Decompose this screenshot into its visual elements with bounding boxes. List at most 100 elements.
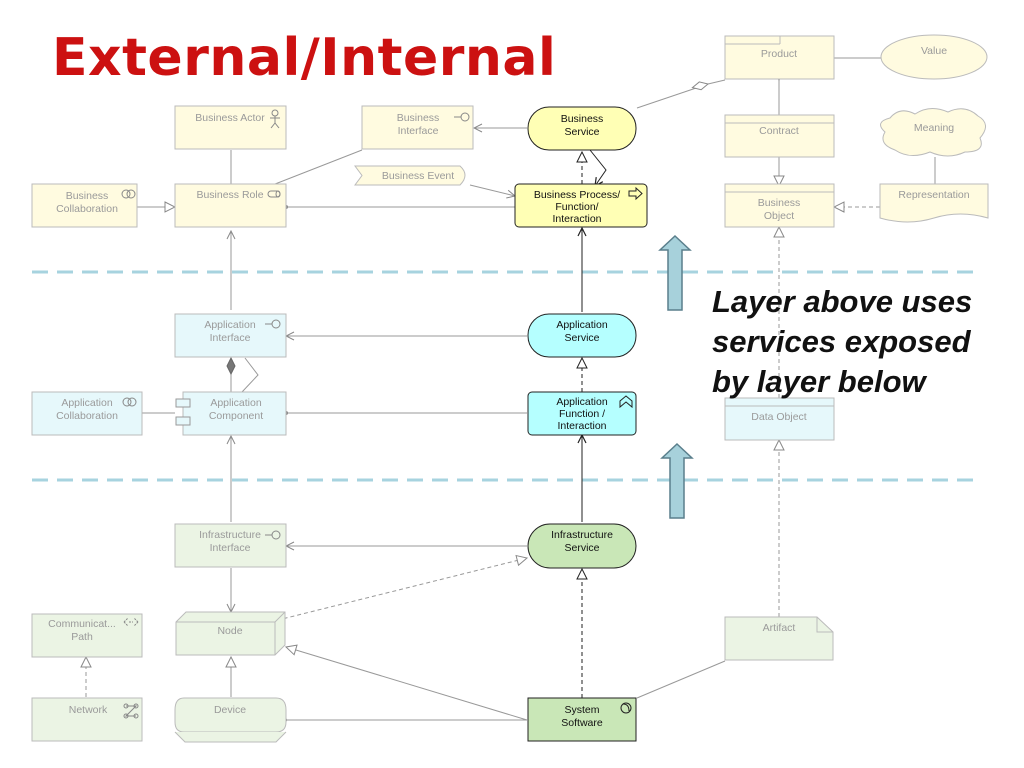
svg-text:Communicat...: Communicat... — [48, 618, 116, 630]
svg-text:Business Process/: Business Process/ — [534, 189, 620, 201]
product-aggregation — [708, 79, 726, 84]
svg-text:Function/: Function/ — [555, 201, 598, 213]
application-service[interactable]: Application Service — [527, 313, 637, 358]
svg-text:Meaning: Meaning — [914, 122, 954, 134]
system-software-icon — [620, 702, 632, 714]
node-infraservice-realization — [269, 558, 527, 623]
business-actor[interactable]: Business Actor — [174, 105, 287, 150]
svg-text:Service: Service — [564, 332, 599, 344]
business-process[interactable]: Business Process/ Function/ Interaction — [514, 183, 648, 228]
collaboration-icon — [122, 397, 137, 407]
device[interactable]: Device — [174, 697, 287, 743]
business-event[interactable]: Business Event — [354, 165, 466, 186]
svg-text:Collaboration: Collaboration — [56, 203, 118, 215]
interface-icon — [265, 530, 281, 540]
application-function[interactable]: Application Function / Interaction — [527, 391, 637, 436]
business-interface[interactable]: Business Interface — [361, 105, 474, 150]
business-service[interactable]: Business Service — [527, 106, 637, 151]
note-line: by layer below — [712, 364, 926, 399]
service-process-used-by — [589, 149, 607, 186]
infrastructure-interface[interactable]: Infrastructure Interface — [174, 523, 287, 568]
svg-text:Object: Object — [764, 210, 794, 222]
systemsoftware-artifact-connector — [636, 660, 726, 699]
svg-text:Business Event: Business Event — [382, 170, 454, 182]
systemsoftware-node-connector — [286, 647, 528, 721]
appinterface-appcomponent-assignment — [241, 357, 259, 393]
svg-text:Business: Business — [561, 113, 604, 125]
interface-icon — [454, 112, 470, 122]
meaning[interactable]: Meaning — [880, 108, 986, 157]
svg-text:Data Object: Data Object — [751, 411, 807, 423]
event-process-trigger — [469, 184, 515, 196]
svg-text:Software: Software — [561, 717, 603, 729]
note-line: services exposed — [712, 324, 971, 359]
svg-text:Component: Component — [209, 410, 263, 422]
interface-role-connector — [269, 149, 363, 187]
note-line: Layer above uses — [712, 284, 973, 319]
application-component[interactable]: Application Component — [175, 391, 287, 436]
svg-text:Interaction: Interaction — [557, 420, 606, 432]
application-interface[interactable]: Application Interface — [174, 313, 287, 358]
interface-icon — [265, 319, 281, 329]
svg-text:Service: Service — [564, 126, 599, 138]
component-tab-icon — [175, 398, 191, 408]
layer-up-arrow-upper — [658, 234, 692, 311]
component-tab-icon — [175, 416, 191, 426]
svg-text:Service: Service — [564, 542, 599, 554]
svg-text:Application: Application — [204, 319, 256, 331]
svg-text:Path: Path — [71, 631, 93, 643]
process-arrow-icon — [628, 186, 643, 201]
svg-text:Business Actor: Business Actor — [195, 112, 265, 124]
infrastructure-service[interactable]: Infrastructure Service — [527, 523, 637, 569]
data-object[interactable]: Data Object — [724, 397, 835, 441]
value[interactable]: Value — [880, 34, 988, 80]
svg-text:Network: Network — [69, 704, 108, 716]
svg-text:Business: Business — [397, 112, 440, 124]
svg-text:Business: Business — [758, 197, 801, 209]
artifact[interactable]: Artifact — [724, 616, 834, 661]
svg-text:Value: Value — [921, 45, 947, 57]
role-icon — [267, 190, 281, 198]
svg-text:Application: Application — [556, 396, 608, 408]
layer-usage-note: Layer above uses services exposed by lay… — [712, 282, 1012, 402]
actor-icon — [270, 109, 280, 129]
svg-text:Business Role: Business Role — [196, 189, 263, 201]
business-object[interactable]: Business Object — [724, 183, 835, 228]
product[interactable]: Product — [724, 35, 835, 80]
svg-text:Artifact: Artifact — [763, 622, 796, 634]
representation[interactable]: Representation — [879, 183, 989, 223]
svg-text:Application: Application — [556, 319, 608, 331]
svg-text:System: System — [564, 704, 599, 716]
business-collaboration[interactable]: Business Collaboration — [31, 183, 138, 228]
svg-text:Application: Application — [61, 397, 113, 409]
network-icon — [123, 703, 139, 719]
collaboration-icon — [121, 189, 136, 199]
svg-text:Function /: Function / — [559, 408, 605, 420]
service-product-connector — [636, 83, 709, 109]
svg-text:Device: Device — [214, 704, 246, 716]
svg-text:Product: Product — [761, 48, 797, 60]
svg-text:Application: Application — [210, 397, 262, 409]
page-title: External/Internal — [52, 28, 557, 88]
business-role[interactable]: Business Role — [174, 183, 287, 228]
contract[interactable]: Contract — [724, 114, 835, 158]
layer-up-arrow-lower — [660, 442, 694, 519]
svg-text:Contract: Contract — [759, 125, 799, 137]
svg-text:Collaboration: Collaboration — [56, 410, 118, 422]
svg-text:Interface: Interface — [210, 542, 251, 554]
svg-text:Interface: Interface — [398, 125, 439, 137]
communication-path[interactable]: Communicat... Path — [31, 613, 143, 658]
svg-text:Node: Node — [217, 625, 242, 637]
node[interactable]: Node — [175, 611, 286, 656]
svg-text:Interaction: Interaction — [552, 213, 601, 225]
function-icon — [619, 395, 633, 409]
svg-text:Representation: Representation — [898, 189, 969, 201]
svg-text:Business: Business — [66, 190, 109, 202]
system-software[interactable]: System Software — [527, 697, 637, 742]
network[interactable]: Network — [31, 697, 143, 742]
svg-text:Infrastructure: Infrastructure — [551, 529, 613, 541]
svg-text:Interface: Interface — [210, 332, 251, 344]
application-collaboration[interactable]: Application Collaboration — [31, 391, 143, 436]
svg-text:Infrastructure: Infrastructure — [199, 529, 261, 541]
